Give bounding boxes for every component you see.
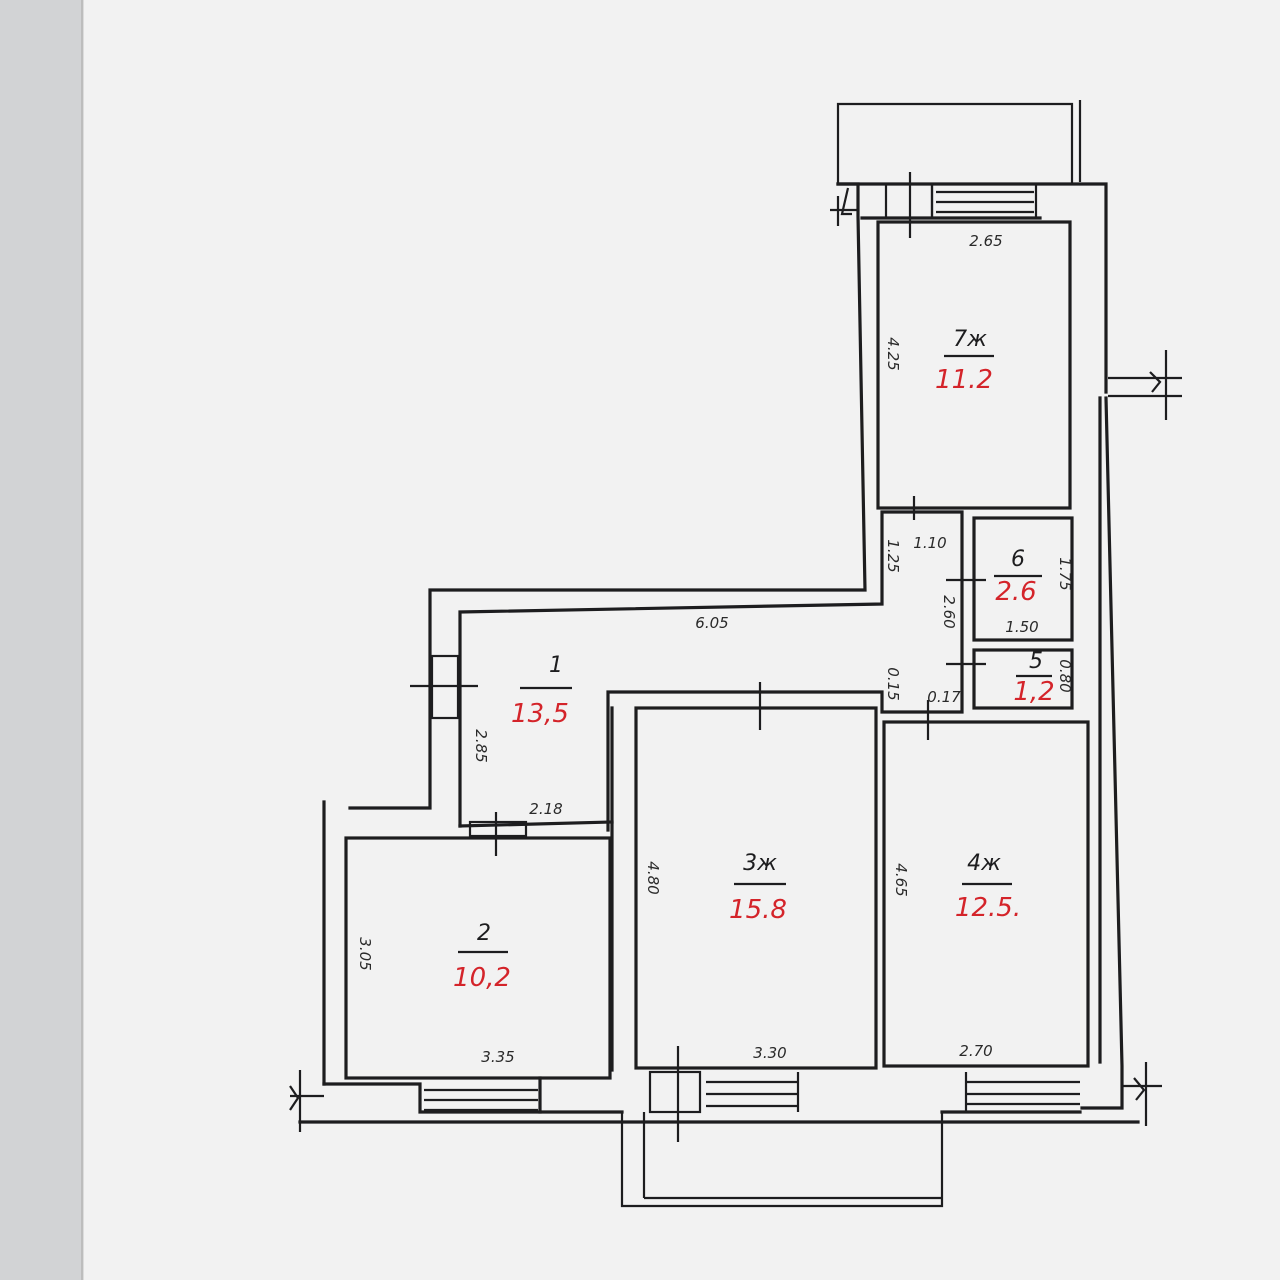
dim-hall-width: 2.18 — [529, 800, 562, 818]
window-room-2 — [424, 1088, 538, 1112]
dim-room2-height: 3.05 — [356, 937, 374, 970]
section-marks — [289, 187, 1182, 1132]
room-area: 11.2 — [935, 365, 993, 395]
dim-corridor-small-2: 0.17 — [927, 688, 961, 706]
room-label-5: 5 1,2 — [1013, 649, 1054, 707]
room-number: 7ж — [953, 327, 987, 352]
dim-corridor-top-width: 1.10 — [913, 534, 946, 552]
room-area: 12.5. — [955, 893, 1021, 923]
room-label-6: 6 2.6 — [994, 547, 1042, 607]
room-label-2: 2 10,2 — [453, 921, 511, 993]
dim-corridor-top-height: 1.25 — [884, 539, 902, 572]
dim-hall-length: 6.05 — [695, 614, 728, 632]
hall-bottom-wall — [458, 820, 614, 828]
dim-room7-height: 4.25 — [884, 337, 902, 370]
room-label-1: 1 13,5 — [511, 653, 572, 729]
balcony-bottom — [620, 1112, 944, 1208]
dimension-labels: 2.65 4.25 1.10 1.25 2.60 1.50 1.75 0.80 … — [356, 232, 1074, 1066]
dim-room3-height: 4.80 — [644, 861, 662, 894]
room-area: 2.6 — [995, 577, 1036, 607]
dim-room5-height: 0.80 — [1056, 659, 1074, 692]
room-7-outline — [876, 220, 1072, 510]
room-area: 10,2 — [453, 963, 511, 993]
book-page-edge — [0, 0, 82, 1280]
room-area: 13,5 — [511, 699, 569, 729]
balcony-top — [836, 100, 1082, 184]
door-marks — [410, 172, 986, 1142]
hall-corridor-outline — [458, 510, 964, 832]
window-room-4 — [964, 1072, 1080, 1112]
room-number: 1 — [549, 653, 563, 678]
dim-room4-width: 2.70 — [959, 1042, 992, 1060]
room-label-3: 3ж 15.8 — [729, 851, 787, 925]
dim-hall-height: 2.85 — [472, 729, 490, 762]
room-area: 1,2 — [1013, 677, 1054, 707]
dim-room4-height: 4.65 — [892, 863, 910, 896]
room-number: 6 — [1011, 547, 1025, 572]
room-number: 2 — [477, 921, 491, 946]
room-5-outline — [972, 648, 1074, 710]
room-3-outline — [634, 706, 878, 1070]
room-2-outline — [344, 836, 612, 1080]
window-room-3 — [648, 1070, 800, 1114]
room-label-7: 7ж 11.2 — [935, 327, 994, 395]
dim-corridor-height: 2.60 — [940, 595, 958, 628]
dim-corridor-small-1: 0.15 — [884, 667, 902, 700]
dim-room2-width: 3.35 — [481, 1048, 514, 1066]
dim-room6-width: 1.50 — [1005, 618, 1038, 636]
room-4-outline — [882, 720, 1090, 1068]
dim-room7-width: 2.65 — [969, 232, 1002, 250]
dim-room6-height: 1.75 — [1056, 557, 1074, 590]
room-number: 4ж — [967, 851, 1001, 876]
room-area: 15.8 — [729, 895, 787, 925]
room-number: 3ж — [743, 851, 777, 876]
room-number: 5 — [1029, 649, 1043, 674]
room-label-4: 4ж 12.5. — [955, 851, 1021, 923]
dim-room3-width: 3.30 — [753, 1044, 786, 1062]
